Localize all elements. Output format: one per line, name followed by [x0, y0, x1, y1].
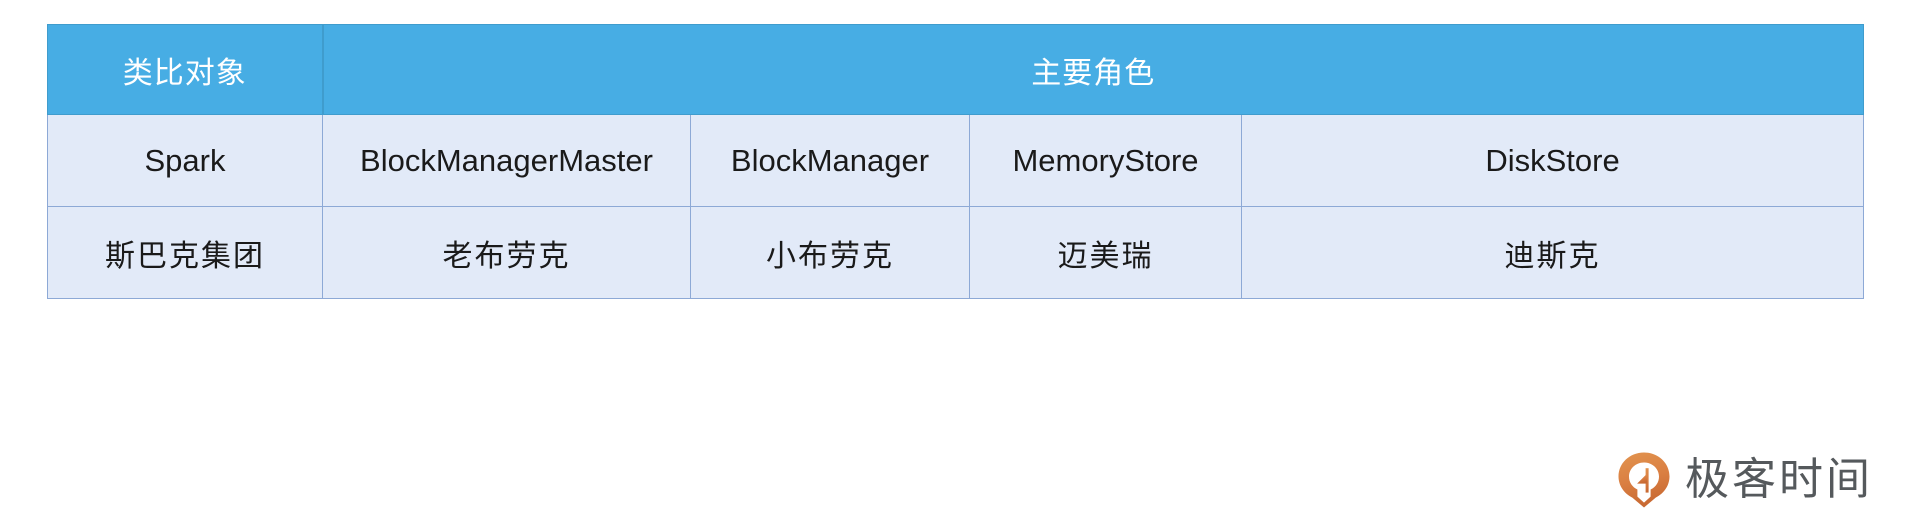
analogy-table: 类比对象 主要角色 Spark BlockManagerMaster Block… — [47, 24, 1864, 299]
cell-sibake-jituan: 斯巴克集团 — [47, 206, 323, 299]
brand-logo: 极客时间 — [1617, 450, 1873, 510]
cell-blockmanager: BlockManager — [690, 114, 970, 207]
geektime-pin-icon — [1618, 452, 1670, 508]
analogy-table-container: 类比对象 主要角色 Spark BlockManagerMaster Block… — [47, 24, 1864, 299]
cell-xiao-bulaoke: 小布劳克 — [690, 206, 970, 299]
header-cell-main-roles: 主要角色 — [322, 24, 1864, 115]
cell-lao-bulaoke: 老布劳克 — [322, 206, 691, 299]
cell-memorystore: MemoryStore — [969, 114, 1242, 207]
table-header-row: 类比对象 主要角色 — [47, 24, 1864, 115]
table-header: 类比对象 主要角色 — [47, 24, 1864, 115]
cell-blockmanagermaster: BlockManagerMaster — [322, 114, 691, 207]
table-row: Spark BlockManagerMaster BlockManager Me… — [47, 114, 1864, 207]
table-row: 斯巴克集团 老布劳克 小布劳克 迈美瑞 迪斯克 — [47, 206, 1864, 299]
cell-spark: Spark — [47, 114, 323, 207]
cell-maimeirui: 迈美瑞 — [969, 206, 1242, 299]
header-cell-analogy-object: 类比对象 — [47, 24, 324, 115]
cell-disike: 迪斯克 — [1241, 206, 1864, 299]
cell-diskstore: DiskStore — [1241, 114, 1864, 207]
table-body: Spark BlockManagerMaster BlockManager Me… — [47, 114, 1864, 299]
brand-name: 极客时间 — [1685, 455, 1873, 504]
